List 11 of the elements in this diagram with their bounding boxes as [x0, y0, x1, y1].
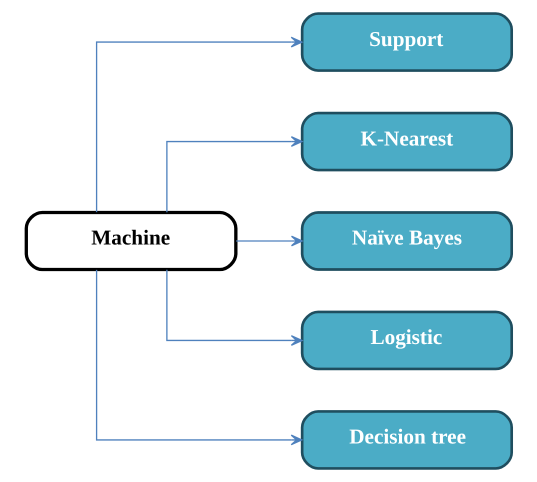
- arrow: [95, 36, 302, 212]
- arrow: [166, 136, 302, 212]
- node-box: Logistic: [300, 310, 513, 370]
- node-box: Support: [300, 12, 513, 72]
- arrow: [166, 270, 302, 346]
- node-box: K-Nearest: [300, 112, 513, 172]
- arrow: [95, 270, 302, 446]
- node-box: Machine: [24, 210, 237, 272]
- node-box: Naïve Bayes: [300, 211, 513, 271]
- arrow: [236, 236, 302, 246]
- node-box: Decision tree: [300, 410, 513, 470]
